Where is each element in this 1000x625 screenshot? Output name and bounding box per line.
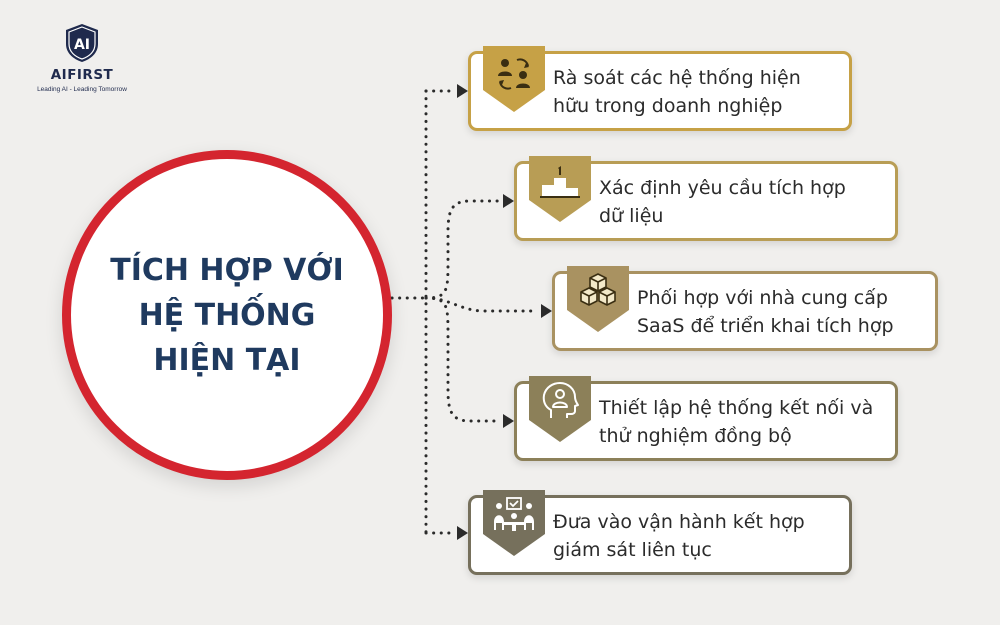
- step-1-line-2: hữu trong doanh nghiệp: [553, 95, 783, 117]
- step-card-2: Xác định yêu cầu tích hợp dữ liệu: [514, 156, 898, 241]
- arrowhead-5: [457, 526, 468, 540]
- arrowhead-1: [457, 84, 468, 98]
- connector-2: [424, 199, 502, 300]
- head-person-icon: [542, 382, 579, 418]
- brand-logo: AI AIFIRST Leading AI - Leading Tomorrow: [20, 22, 144, 93]
- step-badge-3: [567, 266, 629, 332]
- connector-4: [424, 296, 502, 423]
- shield-logo-icon: AI: [66, 24, 98, 62]
- step-text-1: Rà soát các hệ thống hiện hữu trong doan…: [553, 64, 839, 120]
- people-exchange-icon: [498, 58, 530, 90]
- center-title: TÍCH HỢP VỚI HỆ THỐNG HIỆN TẠI: [87, 248, 367, 383]
- step-text-5: Đưa vào vận hành kết hợp giám sát liên t…: [553, 508, 839, 564]
- step-1-line-1: Rà soát các hệ thống hiện: [553, 67, 801, 89]
- step-3-line-1: Phối hợp với nhà cung cấp: [637, 287, 888, 309]
- step-card-5: Đưa vào vận hành kết hợp giám sát liên t…: [468, 490, 852, 575]
- step-badge-4: [529, 376, 591, 442]
- step-badge-5: [483, 490, 545, 556]
- logo-tagline: Leading AI - Leading Tomorrow: [37, 86, 127, 93]
- logo-mark: AI: [74, 37, 90, 53]
- step-3-line-2: SaaS để triển khai tích hợp: [637, 315, 894, 337]
- step-2-line-2: dữ liệu: [599, 205, 664, 227]
- podium-icon: [540, 166, 580, 198]
- step-5-line-1: Đưa vào vận hành kết hợp: [553, 511, 805, 533]
- center-circle: TÍCH HỢP VỚI HỆ THỐNG HIỆN TẠI: [62, 150, 392, 480]
- arrowhead-3: [541, 304, 552, 318]
- center-title-line-2: HỆ THỐNG: [138, 297, 316, 333]
- center-title-line-3: HIỆN TẠI: [153, 342, 301, 378]
- step-badge-2: [529, 156, 591, 222]
- step-4-line-2: thử nghiệm đồng bộ: [599, 425, 792, 447]
- team-checklist-icon: [494, 497, 534, 531]
- step-card-3: Phối hợp với nhà cung cấp SaaS để triển …: [552, 266, 938, 351]
- step-card-4: Thiết lập hệ thống kết nối và thử nghiệm…: [514, 376, 898, 461]
- step-5-line-2: giám sát liên tục: [553, 539, 712, 561]
- step-text-2: Xác định yêu cầu tích hợp dữ liệu: [599, 174, 885, 230]
- step-text-4: Thiết lập hệ thống kết nối và thử nghiệm…: [599, 394, 885, 450]
- step-4-line-1: Thiết lập hệ thống kết nối và: [599, 397, 874, 419]
- arrowhead-2: [503, 194, 514, 208]
- step-card-1: Rà soát các hệ thống hiện hữu trong doan…: [468, 46, 852, 131]
- logo-name: AIFIRST: [50, 67, 114, 83]
- connector-3: [424, 296, 540, 313]
- step-text-3: Phối hợp với nhà cung cấp SaaS để triển …: [637, 284, 925, 340]
- arrowhead-4: [503, 414, 514, 428]
- boxes-icon: [580, 273, 616, 306]
- center-title-line-1: TÍCH HỢP VỚI: [110, 252, 344, 288]
- step-badge-1: [483, 46, 545, 112]
- step-2-line-1: Xác định yêu cầu tích hợp: [599, 177, 846, 199]
